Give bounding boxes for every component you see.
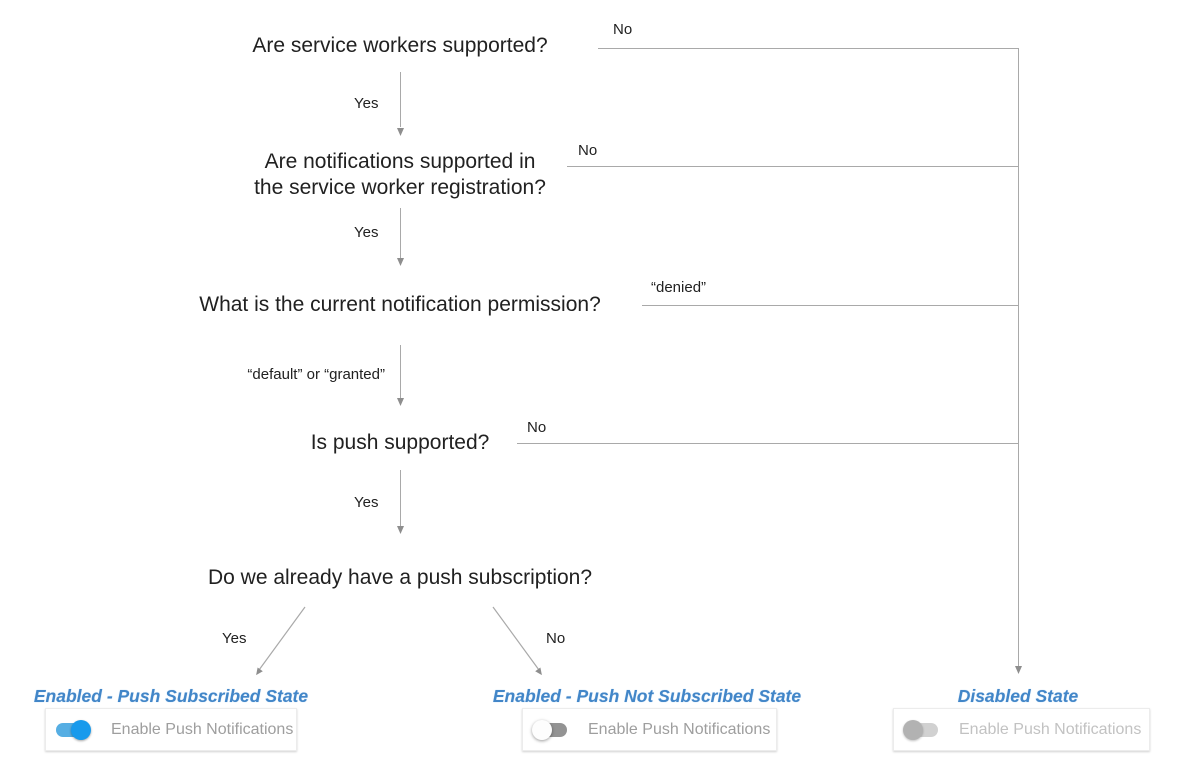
toggle-label: Enable Push Notifications	[111, 720, 294, 738]
label-q5-no: No	[546, 630, 566, 647]
arrowhead-q5-yes	[256, 667, 263, 676]
toggle-label: Enable Push Notifications	[959, 720, 1142, 738]
label-q1-yes: Yes	[354, 95, 379, 112]
label-q2-no: No	[578, 142, 598, 159]
state-title-push-subscribed: Enabled - Push Subscribed State	[33, 686, 309, 706]
question-line-2: the service worker registration?	[254, 176, 546, 199]
toggle-thumb	[903, 719, 923, 740]
question-notification-permission: What is the current notification permiss…	[199, 293, 601, 316]
arrowhead-disabled-rail	[1015, 666, 1022, 674]
toggle-label: Enable Push Notifications	[588, 720, 771, 738]
question-line-1: Are notifications supported in	[264, 150, 536, 173]
label-q2-yes: Yes	[354, 224, 379, 241]
push-card-not-subscribed: Enable Push Notifications	[522, 708, 777, 751]
state-title-push-not-subscribed: Enabled - Push Not Subscribed State	[492, 686, 802, 706]
toggle-thumb	[532, 719, 552, 740]
question-notifications-supported: Are notifications supported in the servi…	[254, 149, 546, 201]
push-notifications-toggle-disabled	[903, 719, 939, 740]
label-q5-yes: Yes	[222, 630, 247, 647]
push-notifications-toggle-off[interactable]	[532, 719, 568, 740]
connector-q5-yes-line	[258, 606, 306, 671]
label-q4-no: No	[527, 419, 547, 436]
label-q1-no: No	[613, 21, 633, 38]
question-push-supported: Is push supported?	[310, 431, 490, 454]
toggle-thumb	[71, 719, 91, 740]
question-push-subscription: Do we already have a push subscription?	[207, 566, 593, 589]
push-card-disabled: Enable Push Notifications	[893, 708, 1150, 751]
arrowhead-q1-yes	[397, 128, 404, 136]
arrowhead-q5-no	[535, 667, 542, 676]
state-title-disabled: Disabled State	[957, 686, 1079, 706]
push-notifications-toggle-on[interactable]	[55, 719, 91, 740]
label-q4-yes: Yes	[354, 494, 379, 511]
arrowhead-q4-yes	[397, 526, 404, 534]
arrowhead-q3-down	[397, 398, 404, 406]
label-q3-default-granted: “default” or “granted”	[247, 366, 385, 383]
connector-q5-no-line	[492, 606, 540, 671]
label-q3-denied: “denied”	[651, 279, 707, 296]
arrowhead-q2-yes	[397, 258, 404, 266]
push-card-subscribed: Enable Push Notifications	[45, 708, 297, 751]
question-service-workers: Are service workers supported?	[252, 34, 548, 57]
